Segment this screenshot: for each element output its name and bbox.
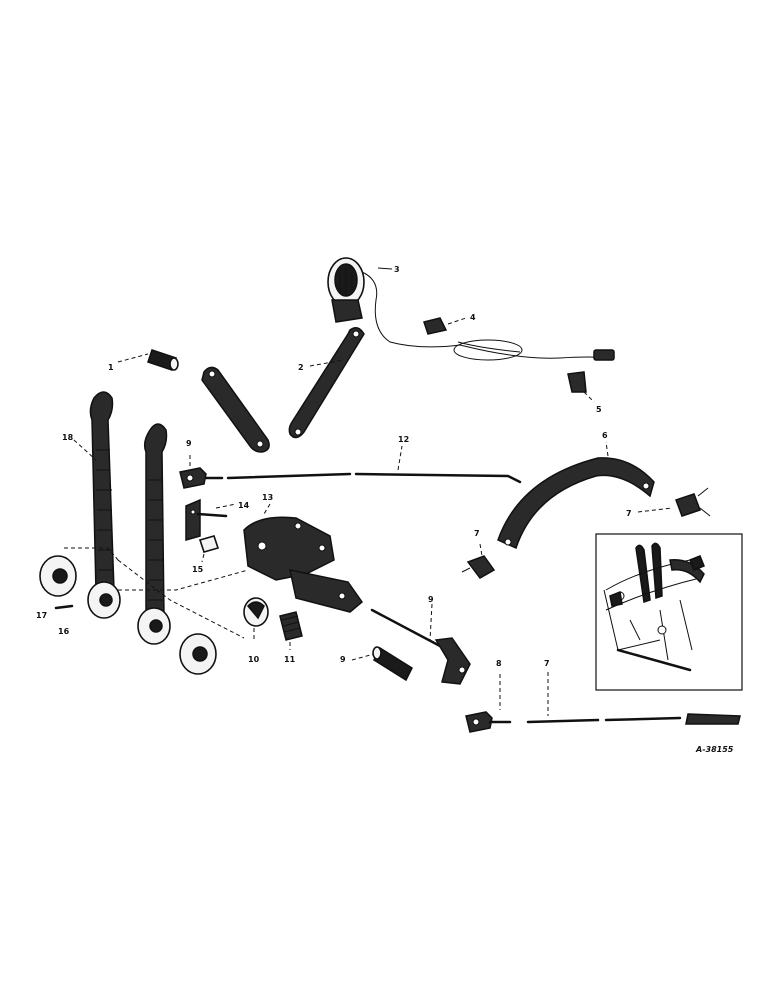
- part-label-2: 2: [298, 363, 304, 372]
- part-label-15: 13: [262, 493, 273, 502]
- part-label-6: 6: [602, 431, 608, 440]
- part-label-8: 7: [544, 659, 550, 668]
- part-label-9-lower: 8: [496, 659, 502, 668]
- part-label-18: 16: [58, 627, 70, 636]
- part-1-pin: [147, 349, 179, 371]
- part-4-clip: [423, 317, 448, 335]
- part-label-11: 9: [340, 655, 346, 664]
- part-15-bracket: [243, 516, 364, 613]
- part-8-rod: [526, 713, 741, 725]
- part-19-knob: [39, 555, 77, 597]
- part-20-lever: [87, 391, 121, 619]
- part-label-10: 9: [428, 595, 434, 604]
- part-17-nut: [198, 535, 220, 553]
- part-label-13: 11: [284, 655, 296, 664]
- part-7-stop-left: [461, 555, 496, 579]
- part-10-shaft: [370, 608, 471, 685]
- part-16-bolt: [185, 498, 228, 541]
- part-label-4: 4: [470, 313, 476, 322]
- part-label-1: 1: [108, 363, 114, 372]
- second-lever: [137, 423, 171, 645]
- part-2-link: [288, 327, 365, 439]
- part-9-clevis-lower: [465, 711, 512, 733]
- part-3-switch-assembly: [327, 257, 615, 361]
- part-14-rod: [226, 472, 522, 484]
- part-label-20: 18: [62, 433, 74, 442]
- part-label-12: 10: [248, 655, 260, 664]
- part-label-19: 17: [36, 611, 47, 620]
- part-label-7-right: 7: [626, 509, 632, 518]
- lower-knob: [179, 633, 217, 675]
- link-bar: [201, 366, 270, 453]
- part-9-clevis-upper: [179, 467, 224, 489]
- part-12-cam: [243, 597, 269, 627]
- part-13-spring: [279, 611, 303, 641]
- part-label-14: 12: [398, 435, 409, 444]
- assembly-inset: [595, 533, 743, 691]
- part-label-9-upper: 9: [186, 439, 192, 448]
- part-label-17: 15: [192, 565, 204, 574]
- part-18-pin: [54, 604, 74, 610]
- part-label-3: 3: [394, 265, 400, 274]
- part-6-quadrant: [497, 457, 655, 550]
- part-label-5: 5: [596, 405, 602, 414]
- part-label-16: 14: [238, 501, 250, 510]
- part-7-stop-right: [675, 487, 711, 517]
- part-11-pin: [372, 646, 413, 682]
- part-label-7-left: 7: [474, 529, 480, 538]
- part-5-clip: [567, 371, 587, 393]
- catalog-number: A-38155: [695, 745, 734, 754]
